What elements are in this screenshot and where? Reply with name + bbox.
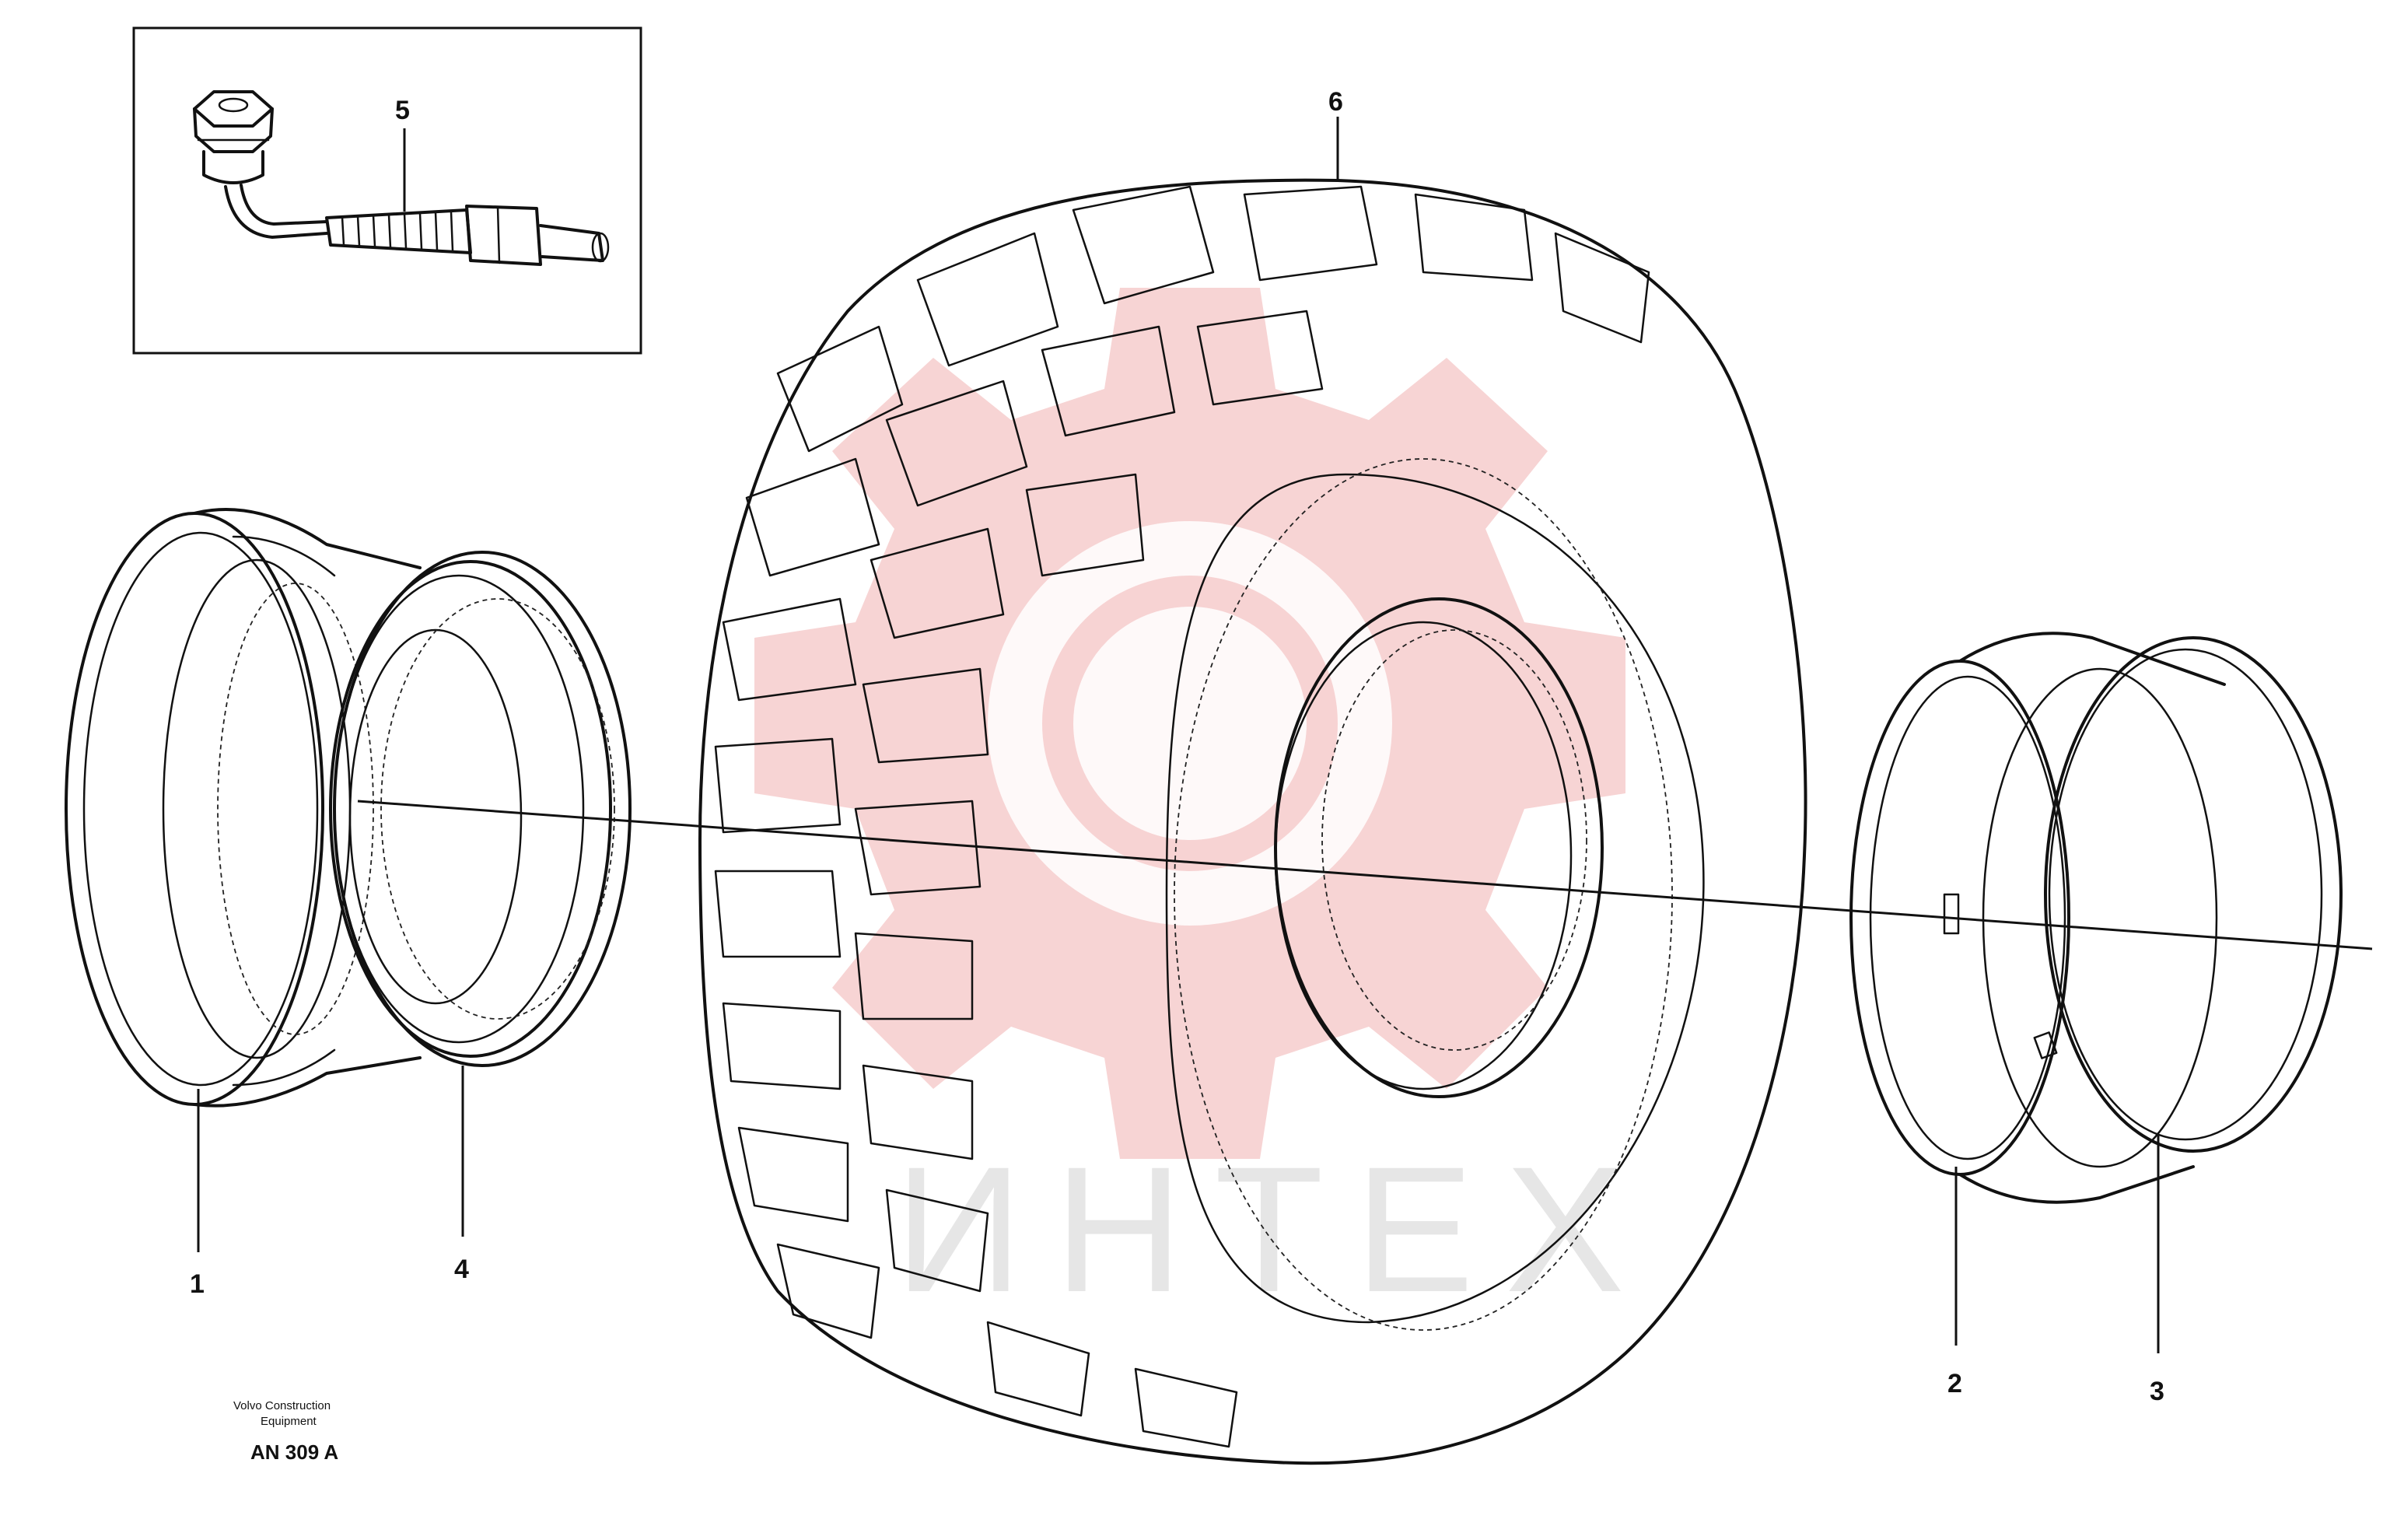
watermark: ИНТЕХ (754, 288, 1656, 1329)
ring-part-4 (329, 551, 632, 1067)
watermark-text: ИНТЕХ (894, 1129, 1656, 1329)
callout-1: 1 (190, 1269, 205, 1299)
caption-company-line1: Volvo Construction (233, 1399, 331, 1412)
drawing-caption: Volvo Construction Equipment AN 309 A (233, 1399, 338, 1464)
valve-inset (132, 26, 642, 355)
callout-2: 2 (1947, 1369, 1962, 1398)
caption-company-line2: Equipment (261, 1415, 317, 1428)
axle-centerline (357, 800, 2373, 950)
callout-4: 4 (454, 1255, 469, 1284)
rim-part-1 (65, 508, 422, 1108)
callout-3: 3 (2150, 1377, 2164, 1406)
valve-stem-icon (193, 90, 610, 266)
callout-5: 5 (395, 96, 410, 125)
inset-frame (132, 26, 642, 355)
tyre-part-6 (698, 178, 1807, 1465)
watermark-gear-icon (754, 288, 1625, 1159)
drawing-code: AN 309 A (250, 1440, 338, 1464)
callout-6: 6 (1328, 87, 1343, 117)
rim-part-2 (1849, 632, 2226, 1204)
lock-ring-part-3 (2033, 636, 2343, 1153)
